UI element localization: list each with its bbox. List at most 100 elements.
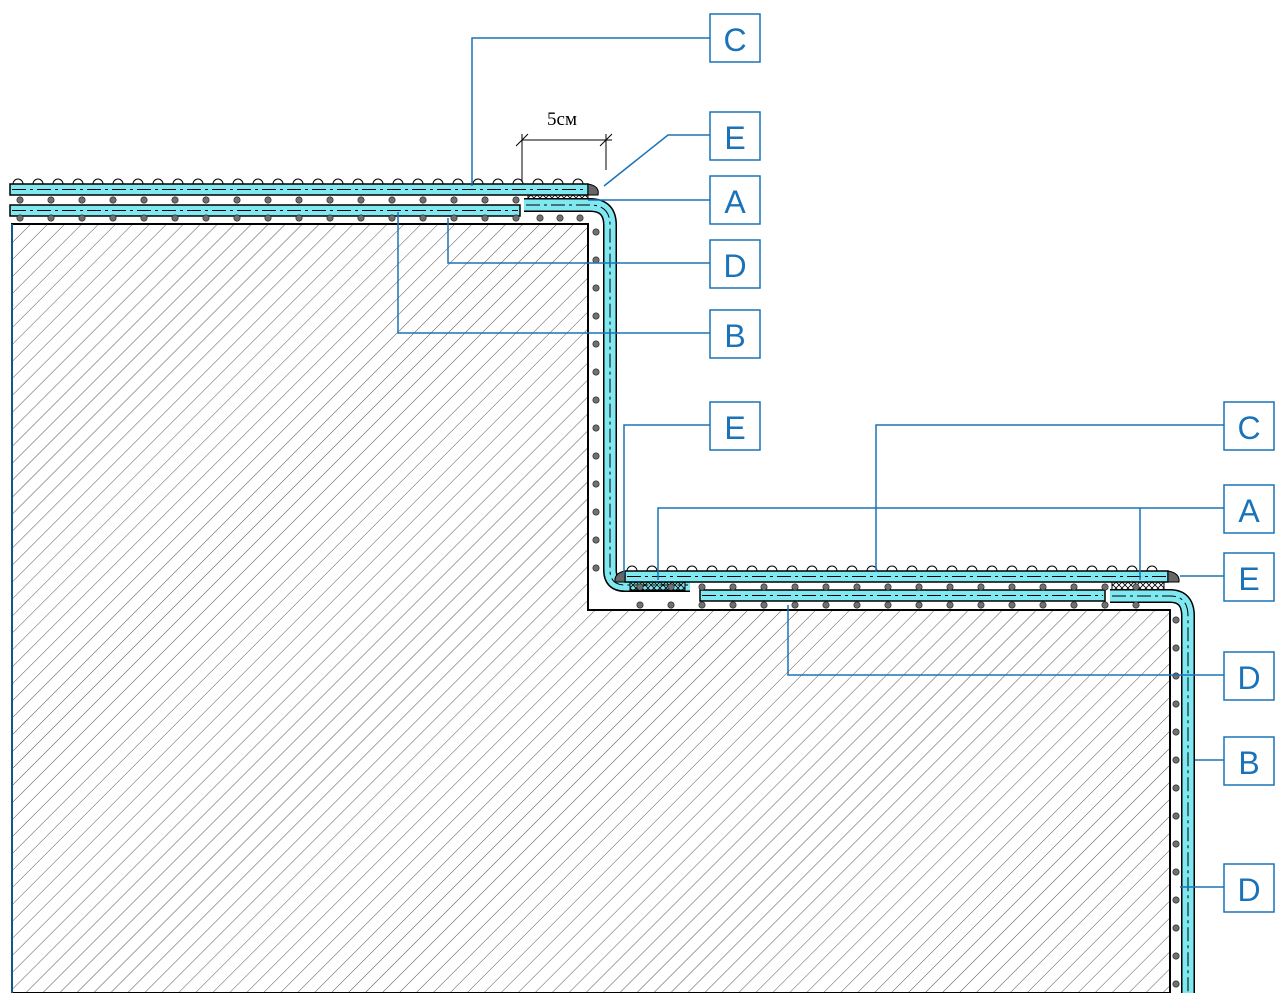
membrane-layer-b-lower [699,589,1106,602]
stud-bump [1146,565,1158,572]
stud-bump [212,178,224,185]
callout-letter: E [724,410,745,446]
stud-bump [152,178,164,185]
stud-bump [986,565,998,572]
stud [326,196,334,204]
stud-bump [252,178,264,185]
callout-letter: D [723,248,746,284]
callout-d-top: D [709,239,761,289]
stud [636,601,644,609]
stud [667,583,675,591]
stud-bump [292,178,304,185]
stud [1172,644,1180,652]
callout-letter: A [724,184,746,220]
stud [667,601,675,609]
stud [78,196,86,204]
stud-bump [1046,565,1058,572]
callout-b-top: B [709,309,761,359]
stud [853,601,861,609]
stud-bump [706,565,718,572]
stud [1132,601,1140,609]
stud [884,601,892,609]
callout-c-right: C [1223,401,1275,451]
stud [592,284,600,292]
stud-bump [532,178,544,185]
stud-bump [172,178,184,185]
stud [884,583,892,591]
callout-letter: D [1237,660,1260,696]
stud-bump [32,178,44,185]
stud [388,214,396,222]
stud-bump [826,565,838,572]
stud [1132,583,1140,591]
stud-bump [272,178,284,185]
stud [1172,868,1180,876]
stud-bump [132,178,144,185]
stud-bump [92,178,104,185]
stud [822,583,830,591]
stud [140,214,148,222]
callout-letter: E [1238,561,1259,597]
stud-bump [352,178,364,185]
stud [1172,840,1180,848]
stud [1008,583,1016,591]
stud [1070,583,1078,591]
stud [1172,784,1180,792]
stud [1101,583,1109,591]
callout-c-top: C [709,13,761,63]
stud-bump [626,565,638,572]
stud-bump [686,565,698,572]
stud-bump [312,178,324,185]
stud [556,214,564,222]
stud-bump [472,178,484,185]
sealant-bead-lower-left [614,570,626,583]
stud [47,214,55,222]
callout-letter: B [1238,745,1259,781]
callout-letter: B [724,318,745,354]
callout-letter: C [1237,410,1260,446]
stud [760,583,768,591]
stud [202,196,210,204]
stud [791,583,799,591]
membrane-layer-c-lower [624,570,1169,583]
stud [729,583,737,591]
callout-e-top: E [709,111,761,161]
stud-bump [666,565,678,572]
stud [822,601,830,609]
leader-lines [11,37,1224,993]
stud [946,601,954,609]
stud [853,583,861,591]
stud [419,214,427,222]
stud-bump [906,565,918,572]
stud [450,214,458,222]
callout-e-mid: E [709,401,761,451]
stud [636,583,644,591]
stud [592,396,600,404]
callout-b-right: B [1223,736,1275,786]
stud [592,424,600,432]
stud-bump [492,178,504,185]
stud [1172,924,1180,932]
stud-bump [512,178,524,185]
stud [698,601,706,609]
stud-bump [192,178,204,185]
stud [1008,601,1016,609]
callout-e-right: E [1223,552,1275,602]
stud [233,196,241,204]
stud-bump [786,565,798,572]
stud-bump [452,178,464,185]
membrane-layer-c-upper [9,183,589,196]
stud [592,536,600,544]
stud [326,214,334,222]
stud-bump [766,565,778,572]
stud-bump [746,565,758,572]
stud-bump [946,565,958,572]
stud [450,196,458,204]
stud [698,583,706,591]
stud [576,214,584,222]
stud [1172,952,1180,960]
stud [1101,601,1109,609]
stud [295,196,303,204]
stud-bump [1006,565,1018,572]
